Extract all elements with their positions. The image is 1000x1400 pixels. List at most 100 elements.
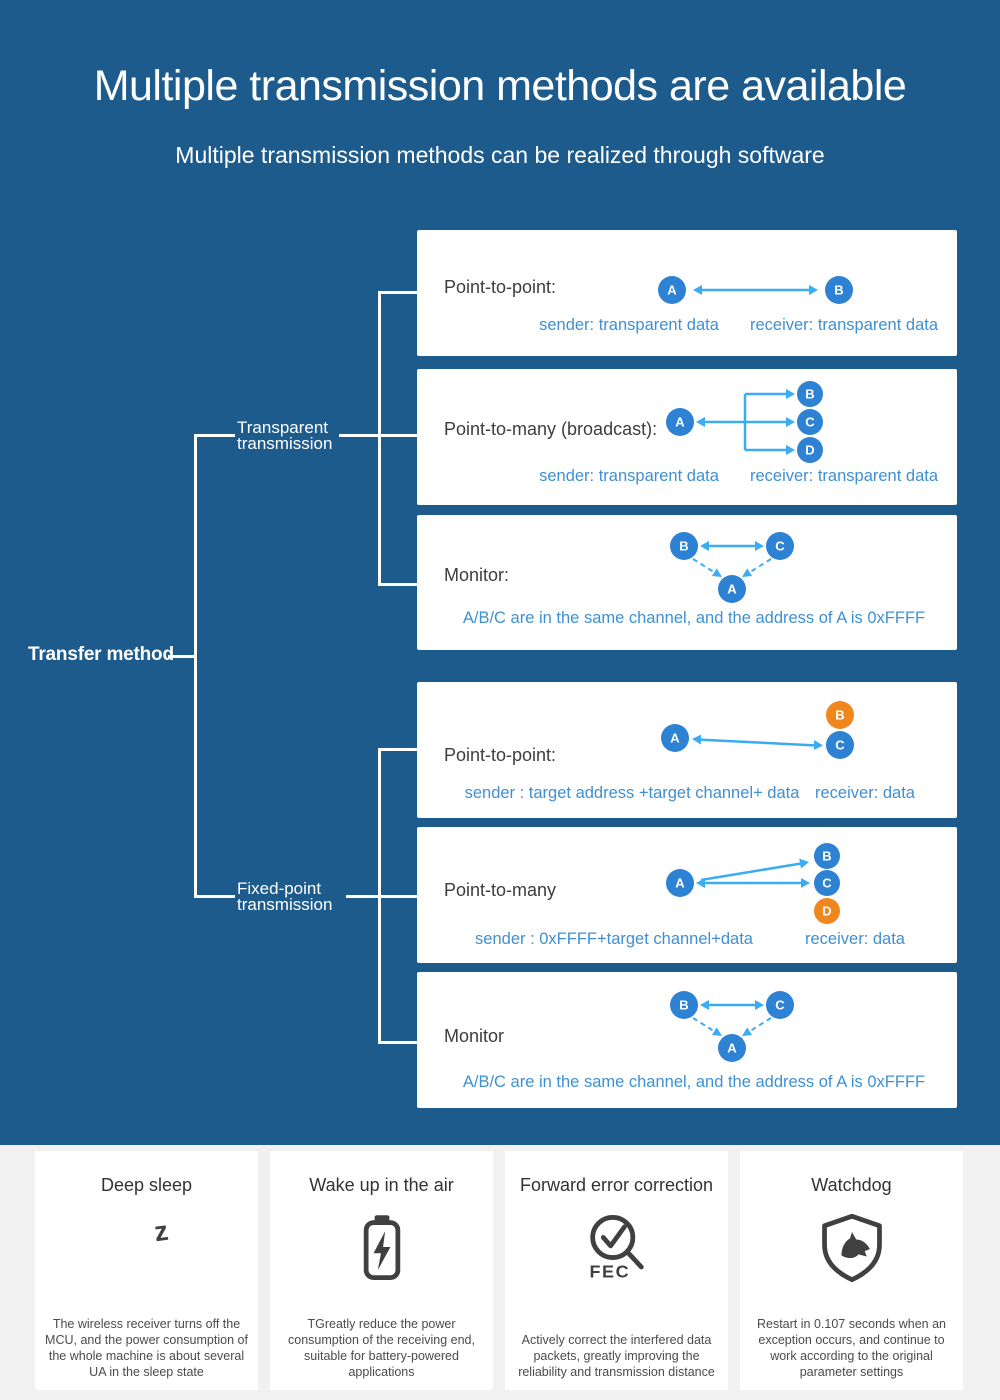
svg-text:B: B <box>834 283 843 298</box>
monitor-diagram: B C A <box>670 991 794 1062</box>
moon-sleep-icon: z <box>112 1215 170 1283</box>
node-a: A <box>666 408 694 436</box>
sender-caption: sender : target address +target channel+… <box>464 784 800 802</box>
svg-text:A: A <box>727 582 737 597</box>
card-title: Wake up in the air <box>309 1175 454 1195</box>
branch-label-line: Fixed-point <box>237 879 322 898</box>
card-description: Actively correct the interfered data pac… <box>518 1333 715 1379</box>
svg-text:A: A <box>727 1041 737 1056</box>
svg-text:C: C <box>775 998 785 1013</box>
panel-transparent-monitor: Monitor: B C A A/B/C are in the same cha… <box>417 515 957 650</box>
fec-label: FEC <box>589 1262 630 1282</box>
panel-title: Monitor: <box>444 565 510 585</box>
card-description: The wireless receiver turns off the MCU,… <box>45 1317 248 1379</box>
shield-dog-icon <box>821 1213 882 1283</box>
panel-title: Point-to-many (broadcast): <box>444 419 658 439</box>
svg-text:B: B <box>835 708 844 723</box>
node-a: A <box>661 724 689 752</box>
receiver-caption: receiver: data <box>815 784 915 802</box>
tree-connector-line <box>168 655 196 658</box>
tree-connector-line <box>378 748 381 1044</box>
point-to-point-diagram: A B <box>658 276 853 304</box>
tree-connector-line <box>194 434 235 437</box>
panel-title: Point-to-point: <box>444 277 557 297</box>
node-c: C <box>797 409 823 435</box>
svg-text:C: C <box>805 415 815 430</box>
svg-text:D: D <box>822 904 831 919</box>
node-d: D <box>797 437 823 463</box>
node-b: B <box>670 991 698 1019</box>
svg-text:B: B <box>822 849 831 864</box>
node-c: C <box>766 532 794 560</box>
svg-text:A: A <box>675 876 685 891</box>
node-b: B <box>826 701 854 729</box>
branch-label-transparent: Transparent transmission <box>237 418 333 453</box>
tree-connector-line <box>380 895 418 898</box>
fixed-p2m-diagram: A B C D <box>666 843 840 924</box>
sender-caption: sender: transparent data <box>539 467 719 485</box>
feature-card-wake-up: Wake up in the air TGreatly reduce the p… <box>270 1151 493 1390</box>
svg-text:A: A <box>675 415 685 430</box>
tree-connector-line <box>194 434 197 898</box>
broadcast-diagram: A B C D <box>666 381 823 463</box>
branch-label-fixed-point: Fixed-point transmission <box>237 879 333 914</box>
monitor-diagram: B C A <box>670 532 794 603</box>
branch-label-line: Transparent <box>237 418 329 437</box>
branch-label-line: transmission <box>237 434 333 453</box>
node-b: B <box>825 276 853 304</box>
feature-card-deep-sleep: Deep sleep z The wireless receiver turns… <box>35 1151 258 1390</box>
card-title: Forward error correction <box>519 1175 714 1195</box>
svg-text:A: A <box>667 283 677 298</box>
panel-title: Point-to-many <box>444 880 557 900</box>
feature-card-fec: Forward error correction FEC Actively co… <box>505 1151 728 1390</box>
sender-caption: sender: transparent data <box>539 316 719 334</box>
svg-text:C: C <box>822 876 832 891</box>
tree-connector-line <box>380 291 418 294</box>
node-b: B <box>670 532 698 560</box>
panel-title: Point-to-point: <box>444 745 557 765</box>
tree-connector-line <box>194 895 235 898</box>
branch-label-line: transmission <box>237 895 333 914</box>
monitor-caption: A/B/C are in the same channel, and the a… <box>462 609 926 627</box>
tree-connector-line <box>339 434 380 437</box>
tree-connector-line <box>378 291 381 586</box>
node-a: A <box>718 575 746 603</box>
node-c: C <box>826 731 854 759</box>
battery-bolt-icon <box>363 1215 400 1280</box>
receiver-caption: receiver: transparent data <box>749 316 939 334</box>
panel-title: Monitor <box>444 1026 505 1046</box>
svg-text:B: B <box>679 539 688 554</box>
panel-transparent-point-to-point: Point-to-point: A B sender: transparent … <box>417 230 957 356</box>
svg-text:C: C <box>835 738 845 753</box>
svg-text:B: B <box>679 998 688 1013</box>
svg-text:C: C <box>775 539 785 554</box>
panel-fixed-point-to-many: Point-to-many A B C D sende <box>417 827 957 963</box>
svg-text:z: z <box>152 1215 170 1248</box>
card-title: Watchdog <box>811 1175 892 1195</box>
tree-connector-line <box>346 895 380 898</box>
node-c: C <box>814 870 840 896</box>
page-title: Multiple transmission methods are availa… <box>93 62 907 110</box>
tree-root-label: Transfer method <box>28 644 174 665</box>
tree-connector-line <box>380 434 418 437</box>
node-d: D <box>814 898 840 924</box>
receiver-caption: receiver: transparent data <box>749 467 939 485</box>
fixed-p2p-diagram: A B C <box>661 701 854 759</box>
node-b: B <box>797 381 823 407</box>
receiver-caption: receiver: data <box>805 930 905 948</box>
node-a: A <box>658 276 686 304</box>
svg-text:D: D <box>805 443 814 458</box>
panel-transparent-broadcast: Point-to-many (broadcast): A B C <box>417 369 957 505</box>
panel-fixed-monitor: Monitor B C A A/B/C are in the same chan… <box>417 972 957 1108</box>
node-a: A <box>666 869 694 897</box>
tree-connector-line <box>380 583 418 586</box>
node-c: C <box>766 991 794 1019</box>
tree-connector-line <box>380 1041 418 1044</box>
svg-text:A: A <box>670 731 680 746</box>
magnifier-check-icon: FEC <box>589 1214 644 1282</box>
node-b: B <box>814 843 840 869</box>
svg-text:B: B <box>805 387 814 402</box>
tree-connector-line <box>380 748 418 751</box>
card-description: Restart in 0.107 seconds when an excepti… <box>756 1317 946 1379</box>
